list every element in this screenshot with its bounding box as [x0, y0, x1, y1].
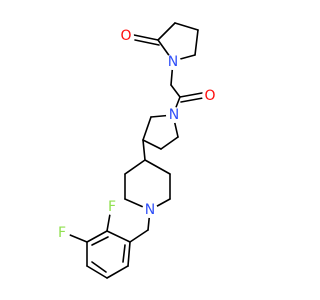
- bond: [194, 29, 199, 56]
- fluorine-atom: F: [54, 225, 70, 241]
- bond: [174, 22, 199, 31]
- nitrogen-atom: N: [142, 202, 158, 218]
- nitrogen-atom: N: [165, 54, 181, 70]
- bond: [124, 159, 146, 175]
- atom-label-f: F: [58, 225, 66, 241]
- bond: [142, 139, 146, 161]
- carbonyl-double-bond: [180, 97, 204, 103]
- oxygen-atom: O: [202, 88, 218, 104]
- bond: [170, 84, 181, 98]
- bond: [144, 159, 171, 175]
- oxygen-atom: O: [118, 28, 134, 44]
- atom-label-f: F: [108, 199, 116, 215]
- bond: [157, 22, 176, 41]
- bond: [86, 230, 108, 243]
- atom-label-n: N: [169, 107, 179, 123]
- bond: [160, 136, 179, 150]
- difluorophenyl-ring: [69, 213, 131, 279]
- carbonyl-double-bond: [179, 92, 203, 98]
- carbonyl-double-bond: [134, 39, 160, 46]
- atom-label-o: O: [204, 88, 215, 104]
- atom-label-n: N: [168, 54, 178, 70]
- pyrrolidinone-ring: [133, 22, 199, 62]
- aromatic-double-bond: [91, 261, 107, 273]
- bond: [106, 230, 131, 243]
- bond: [86, 265, 108, 279]
- fluorine-atom: F: [104, 199, 120, 215]
- aromatic-double-bond: [91, 236, 109, 246]
- bond: [69, 234, 88, 243]
- aromatic-double-bond: [122, 244, 126, 263]
- nitrogen-atom: N: [166, 107, 182, 123]
- bond: [127, 241, 131, 267]
- atom-label-n: N: [145, 202, 155, 218]
- carbonyl-double-bond: [133, 34, 159, 41]
- bond: [142, 139, 162, 150]
- bond: [106, 213, 111, 232]
- atom-label-o: O: [120, 28, 131, 44]
- molecule-structure: O N O N N F F: [54, 22, 218, 279]
- bond: [129, 229, 149, 243]
- bond: [106, 265, 129, 279]
- atom-labels: O N O N N F F: [54, 28, 218, 241]
- bond: [142, 116, 152, 141]
